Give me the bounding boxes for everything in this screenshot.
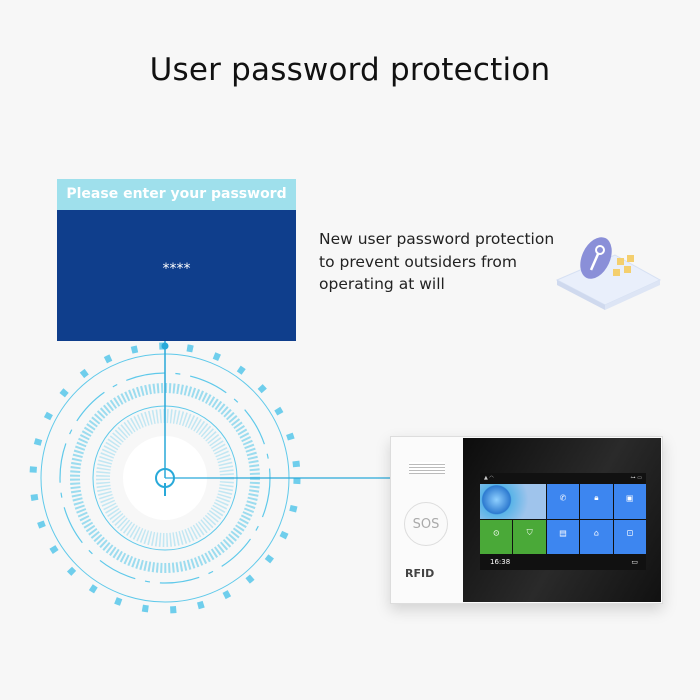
- weather-tile[interactable]: [480, 484, 546, 519]
- sos-button[interactable]: SOS: [404, 502, 448, 546]
- sensor-icon: ▣: [626, 493, 634, 503]
- message-icon[interactable]: ▭: [631, 558, 638, 566]
- password-screen: Please enter your password ****: [57, 179, 296, 341]
- unlock-icon: ⊙: [492, 528, 500, 538]
- open-tile[interactable]: ⊡: [613, 519, 646, 554]
- arm-tile[interactable]: 🔒︎: [580, 484, 613, 519]
- shield-icon: ⛉: [526, 528, 533, 538]
- password-input[interactable]: ****: [162, 261, 191, 277]
- status-bar: ▲ ◠⊶ ▭: [484, 475, 642, 481]
- menu-icon: ▤: [559, 528, 567, 538]
- speaker-grille: [409, 462, 445, 474]
- rfid-label: RFID: [405, 567, 435, 580]
- phone-icon: ✆: [559, 493, 567, 503]
- display-screen: ▲ ◠⊶ ▭ ✆ 🔒︎ ▣ ⊙ ⛉ ▤ ⌂ ⊡ 16:38 ▭: [480, 473, 646, 570]
- disarm-tile[interactable]: ⊙: [480, 519, 513, 554]
- feature-description: New user password protection to prevent …: [319, 230, 555, 293]
- home-arm-tile[interactable]: ⌂: [580, 519, 613, 554]
- sensor-tile[interactable]: ▣: [613, 484, 646, 519]
- menu-tile[interactable]: ▤: [546, 519, 580, 554]
- password-prompt: Please enter your password: [57, 179, 296, 210]
- bottom-bar: 16:38 ▭: [480, 554, 646, 570]
- open-lock-icon: ⊡: [626, 528, 634, 538]
- home-icon: ⌂: [593, 528, 599, 538]
- alarm-panel-device: SOS RFID ▲ ◠⊶ ▭ ✆ 🔒︎ ▣ ⊙ ⛉ ▤ ⌂ ⊡ 16:38 ▭: [390, 436, 663, 604]
- clock: 16:38: [490, 558, 511, 566]
- touch-panel: ▲ ◠⊶ ▭ ✆ 🔒︎ ▣ ⊙ ⛉ ▤ ⌂ ⊡ 16:38 ▭: [463, 438, 661, 602]
- call-tile[interactable]: ✆: [546, 484, 580, 519]
- page-title: User password protection: [149, 52, 551, 88]
- lock-icon: 🔒︎: [594, 492, 599, 502]
- protect-tile[interactable]: ⛉: [513, 519, 546, 554]
